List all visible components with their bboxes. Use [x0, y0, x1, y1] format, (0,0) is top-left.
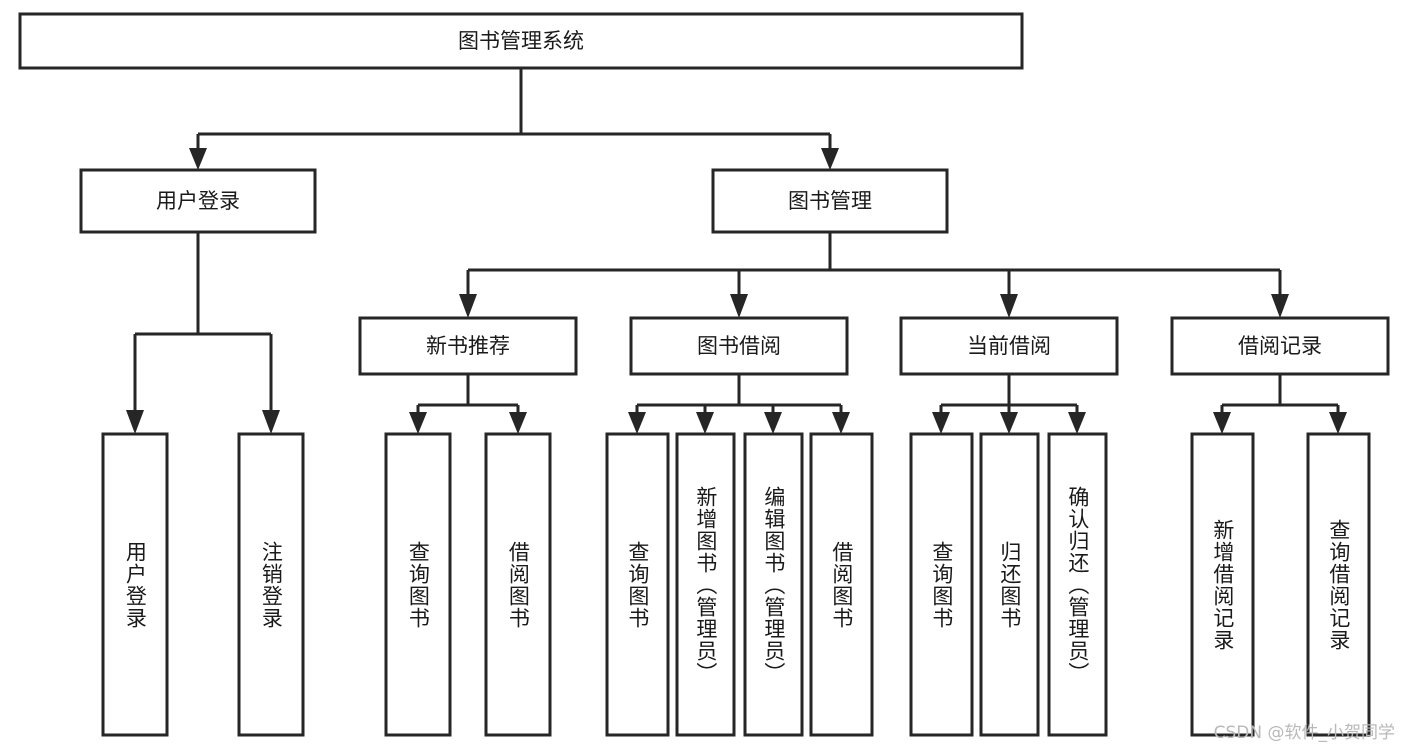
arrow-head-book-borrow	[730, 294, 748, 318]
node-leaf-query-record[interactable]	[1306, 432, 1371, 737]
node-leaf-edit-book[interactable]	[743, 432, 804, 737]
arrow-head-leaf-edit-book	[764, 412, 782, 434]
arrow-head-leaf-borrow-book-2	[832, 412, 850, 434]
node-root-label: 图书管理系统	[458, 29, 584, 53]
arrow-head-leaf-add-book	[696, 412, 714, 434]
node-current-borrow-label: 当前借阅	[967, 334, 1051, 358]
arrow-head-current-borrow	[1000, 294, 1018, 318]
node-current-borrow[interactable]	[899, 316, 1119, 376]
node-leaf-borrow-book-2[interactable]	[809, 432, 874, 737]
node-leaf-confirm-return[interactable]	[1047, 432, 1108, 737]
arrow-head-leaf-user-login	[126, 410, 144, 434]
node-borrow-record-label: 借阅记录	[1238, 334, 1322, 358]
arrow-head-leaf-borrow-book-1	[509, 412, 527, 434]
arrow-head-leaf-logout	[262, 410, 280, 434]
arrow-head-leaf-query-book-2	[628, 412, 646, 434]
node-leaf-query-book-3[interactable]	[909, 432, 974, 737]
node-leaf-borrow-book-1[interactable]	[484, 432, 552, 737]
node-borrow-record[interactable]	[1170, 316, 1390, 376]
connector-group-book-management	[459, 232, 1289, 318]
arrow-head-leaf-add-record	[1213, 412, 1231, 434]
node-user-login-label: 用户登录	[156, 189, 240, 213]
node-leaf-return-book[interactable]	[979, 432, 1040, 737]
node-leaf-user-login[interactable]	[101, 432, 169, 737]
arrow-head-leaf-query-book-3	[932, 412, 950, 434]
arrow-head-leaf-return-book	[1000, 412, 1018, 434]
arrow-head-new-book-recommend	[459, 294, 477, 318]
connector-group-root	[189, 68, 839, 170]
connector-group-user-login	[126, 232, 280, 434]
arrow-head-book-management	[821, 148, 839, 170]
node-leaf-query-book-1[interactable]	[384, 432, 452, 737]
node-book-management-label: 图书管理	[788, 189, 872, 213]
arrow-head-user-login	[189, 148, 207, 170]
connector-group-book-borrow	[628, 374, 850, 434]
node-book-borrow-label: 图书借阅	[697, 334, 781, 358]
node-leaf-query-book-2[interactable]	[605, 432, 670, 737]
connector-group-new-book-recommend	[409, 374, 527, 434]
node-new-book-recommend[interactable]	[358, 316, 578, 376]
arrow-head-leaf-query-record	[1329, 412, 1347, 434]
connector-group-current-borrow	[932, 374, 1086, 434]
connector-group-borrow-record	[1213, 374, 1347, 434]
node-user-login[interactable]	[79, 168, 317, 234]
arrow-head-leaf-confirm-return	[1068, 412, 1086, 434]
arrow-head-borrow-record	[1271, 294, 1289, 318]
node-leaf-add-book[interactable]	[675, 432, 736, 737]
node-leaf-logout[interactable]	[237, 432, 305, 737]
node-book-management[interactable]	[711, 168, 949, 234]
arrow-head-leaf-query-book-1	[409, 412, 427, 434]
node-root[interactable]	[18, 12, 1024, 70]
node-new-book-recommend-label: 新书推荐	[426, 334, 510, 358]
node-book-borrow[interactable]	[629, 316, 849, 376]
node-leaf-add-record[interactable]	[1190, 432, 1255, 737]
